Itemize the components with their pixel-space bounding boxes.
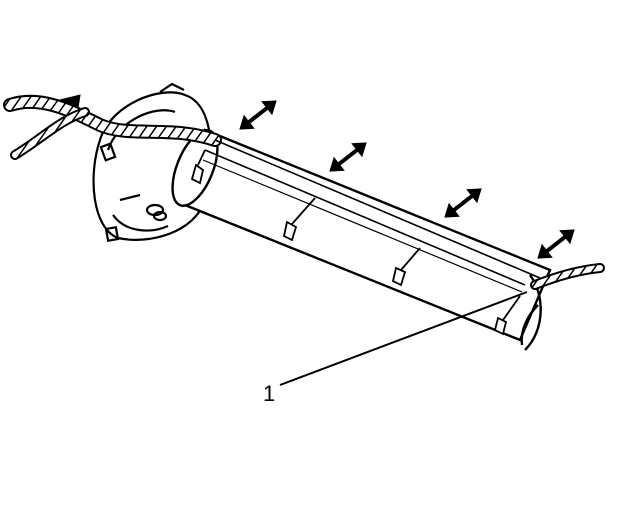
column-tube — [171, 128, 552, 351]
clip-2 — [282, 197, 316, 242]
clip-1 — [190, 149, 206, 185]
callout-1: 1 — [263, 291, 528, 406]
callout-leader-line — [279, 291, 528, 386]
wire-clips — [190, 149, 521, 336]
motion-arrows — [239, 100, 575, 259]
wiring-harness — [3, 94, 605, 290]
double-arrow-icon — [239, 100, 277, 130]
clip-3 — [391, 247, 421, 287]
clip-4 — [493, 295, 521, 336]
callout-label-1: 1 — [263, 381, 275, 406]
double-arrow-icon — [329, 142, 367, 172]
double-arrow-icon — [444, 188, 482, 218]
double-arrow-icon — [537, 229, 575, 259]
